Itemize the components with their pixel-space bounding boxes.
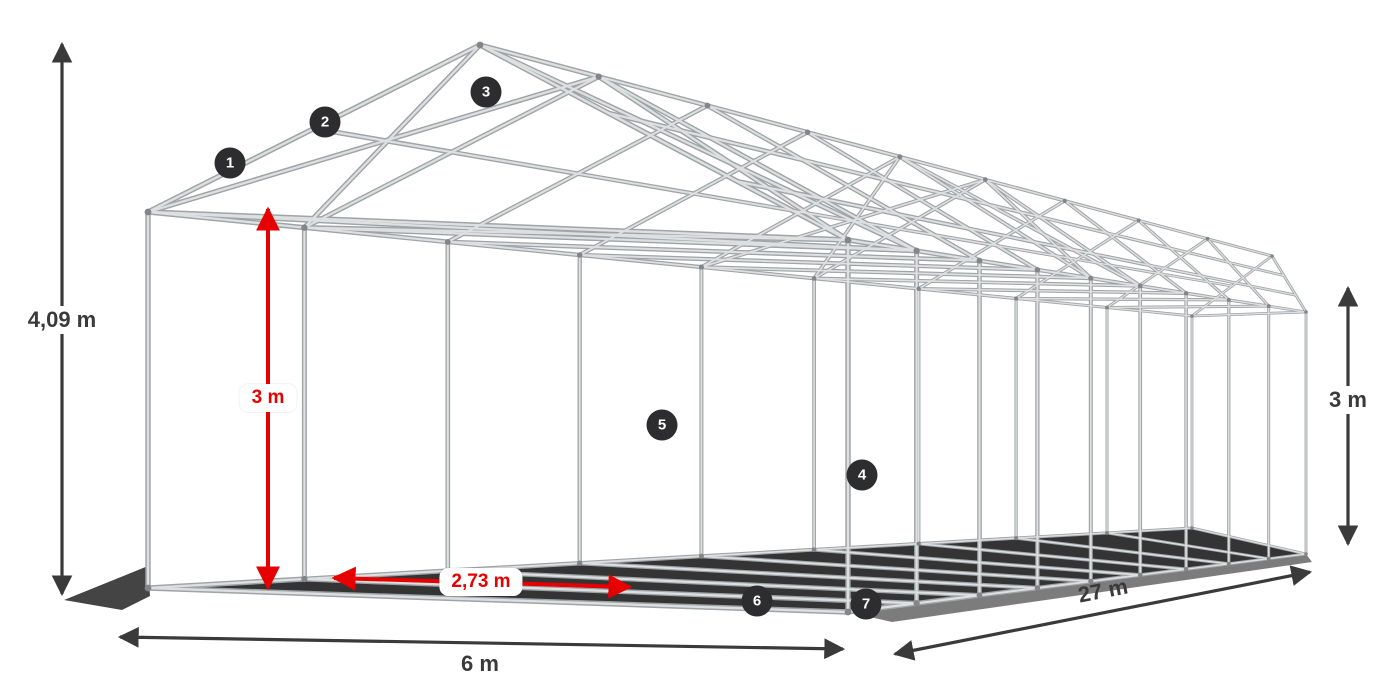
width-arrow [117, 626, 846, 660]
dimension-label-width: 6 m [461, 651, 499, 676]
callout-badge-1: 1 [214, 147, 246, 179]
callout-badge-6: 6 [741, 585, 773, 617]
callout-badge-5: 5 [646, 409, 678, 441]
callout-badge-2: 2 [309, 106, 341, 138]
dimension-label-inner-height: 3 m [239, 384, 297, 412]
callout-badge-3: 3 [470, 76, 502, 108]
callout-badge-7: 7 [850, 588, 882, 620]
length-arrow [892, 565, 1313, 661]
frame-wireframe [144, 41, 1308, 616]
dimension-label-side-height: 3 m [1322, 386, 1374, 414]
callout-badge-4: 4 [846, 459, 878, 491]
dimension-label-bay-spacing: 2,73 m [439, 568, 523, 596]
dimension-label-total-height: 4,09 m [20, 306, 104, 334]
